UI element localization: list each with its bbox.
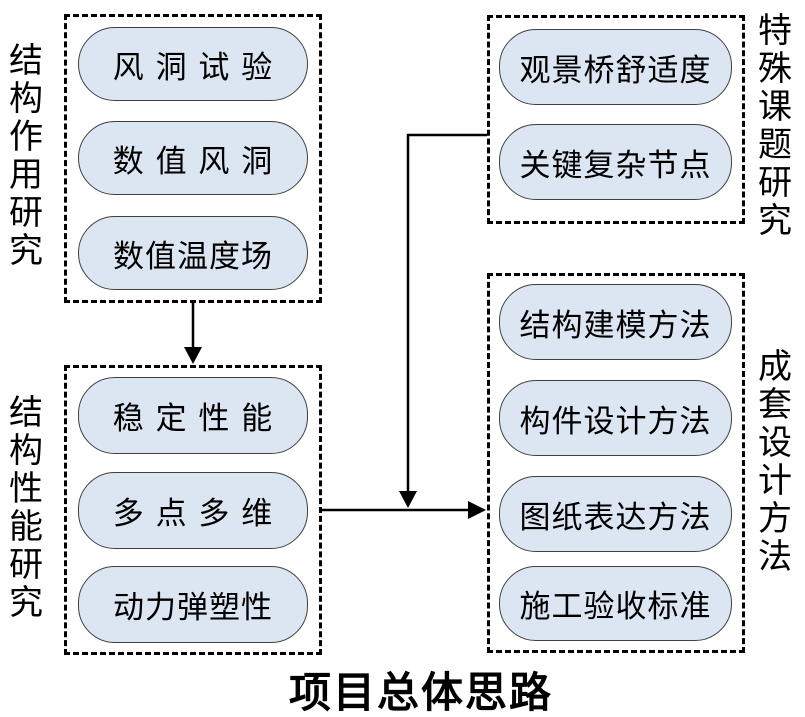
group-box-structural-action — [64, 14, 322, 303]
pill-numerical-wind-tunnel: 数 值 风 洞 — [78, 121, 308, 195]
pill-multi-point-multi-dimension: 多 点 多 维 — [78, 472, 308, 549]
pill-key-complex-joints: 关键复杂节点 — [499, 124, 732, 200]
pill-numerical-temperature-field: 数值温度场 — [78, 216, 308, 290]
pill-member-design-method: 构件设计方法 — [499, 380, 732, 456]
group-label-special-topics: 特殊课题研究 — [758, 11, 792, 241]
arrow-performance-to-design-method — [322, 501, 486, 519]
arrow-structural-action-to-performance — [184, 303, 202, 364]
pill-dynamic-elastoplasticity: 动力弹塑性 — [78, 566, 308, 643]
pill-stability-performance: 稳 定 性 能 — [78, 377, 308, 454]
pill-viewing-bridge-comfort: 观景桥舒适度 — [499, 29, 732, 105]
group-label-structural-action: 结构作用研究 — [9, 41, 43, 271]
group-label-complete-design-method: 成套设计方法 — [758, 347, 792, 577]
group-box-special-topics — [487, 15, 745, 224]
group-box-complete-design-method — [487, 273, 745, 653]
pill-drawing-expression-method: 图纸表达方法 — [499, 476, 732, 552]
arrow-special-topics-to-junction — [399, 133, 487, 508]
pill-construction-acceptance-standard: 施工验收标准 — [499, 566, 732, 641]
pill-wind-tunnel-test: 风 洞 试 验 — [78, 27, 308, 101]
diagram-title: 项目总体思路 — [288, 668, 553, 717]
pill-structural-modeling-method: 结构建模方法 — [499, 284, 732, 360]
group-box-structural-performance — [64, 365, 322, 655]
group-label-structural-performance: 结构性能研究 — [9, 393, 43, 623]
